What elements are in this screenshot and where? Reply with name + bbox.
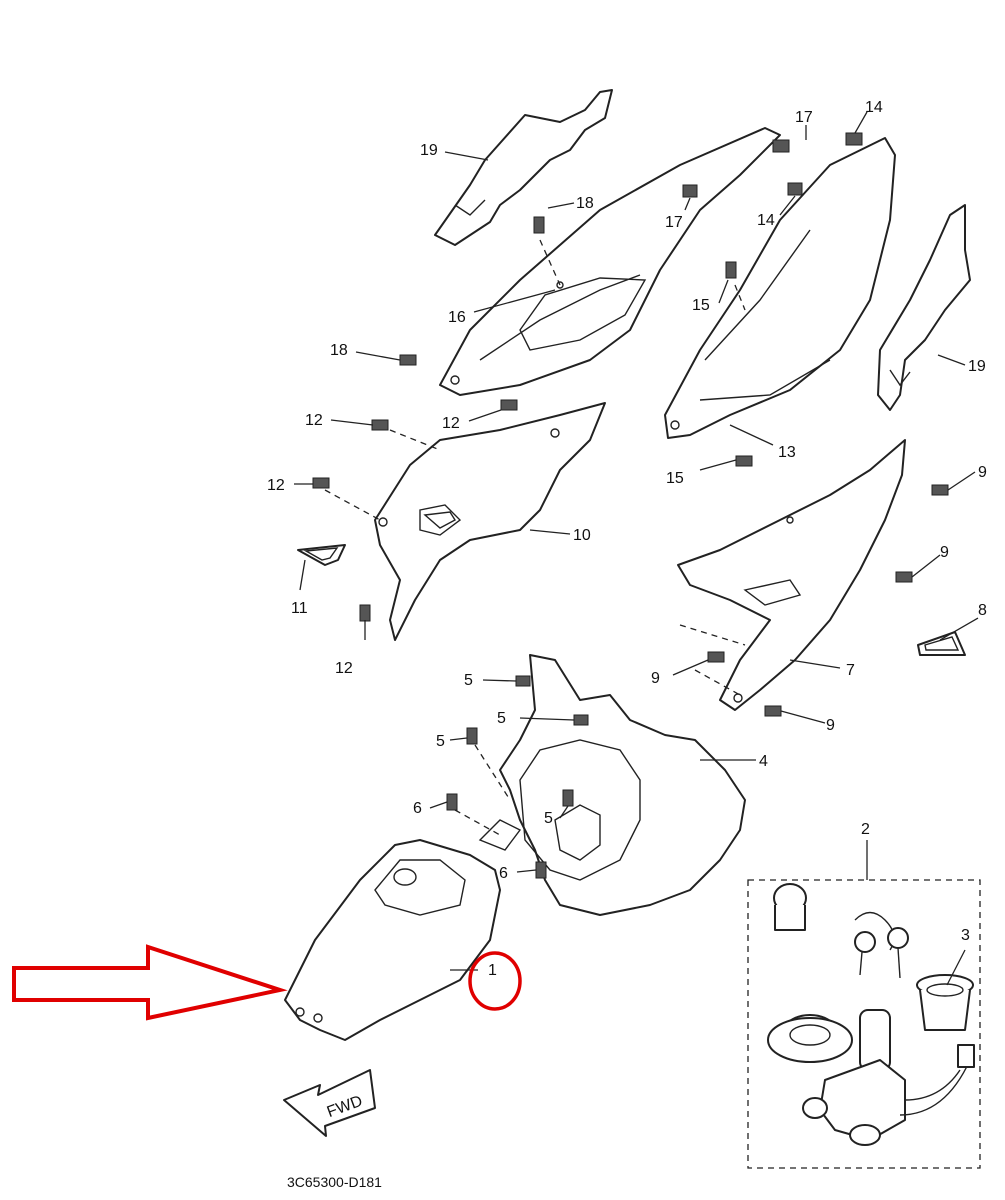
callout-5-center: 5 <box>544 810 553 827</box>
callout-7: 7 <box>846 662 855 679</box>
callout-18-left: 18 <box>330 342 348 359</box>
callout-12-mid-left: 12 <box>267 477 285 494</box>
callout-5-mid: 5 <box>497 710 506 727</box>
part-13-right-side-cover <box>664 137 896 439</box>
callout-10: 10 <box>573 527 591 544</box>
callout-12-upper-mid: 12 <box>442 415 460 432</box>
highlight-ring <box>468 951 522 1011</box>
callout-labels: 19 19 18 18 17 17 14 14 16 15 15 13 12 1… <box>267 99 987 979</box>
callout-17-top: 17 <box>795 109 813 126</box>
callout-9-bottom: 9 <box>826 717 835 734</box>
leader-lines <box>294 111 979 986</box>
callout-17-mid: 17 <box>665 214 683 231</box>
diagram-code: 3C65300-D181 <box>287 1174 382 1190</box>
part-1-rear-fender <box>284 839 501 1041</box>
callout-5-top: 5 <box>464 672 473 689</box>
part-3-cap <box>916 974 974 1031</box>
callout-9-lower-left: 9 <box>651 670 660 687</box>
callout-19-right: 19 <box>968 358 986 375</box>
assembly-dash-lines <box>324 239 746 836</box>
callout-11: 11 <box>291 600 308 617</box>
callout-3: 3 <box>961 927 970 944</box>
part-2-lock-set-box <box>747 840 981 1169</box>
callout-15-bottom: 15 <box>666 470 684 487</box>
callout-1: 1 <box>488 962 497 979</box>
callout-9-upper: 9 <box>940 544 949 561</box>
callout-19-left: 19 <box>420 142 438 159</box>
part-11-reflector <box>297 544 346 566</box>
callout-6-left: 6 <box>413 800 422 817</box>
part-7-right-inner-panel <box>677 439 906 711</box>
callout-2: 2 <box>861 821 870 838</box>
part-8-reflector <box>917 631 966 656</box>
callout-18-top: 18 <box>576 195 594 212</box>
callout-4: 4 <box>759 753 768 770</box>
callout-12-upper-left: 12 <box>305 412 323 429</box>
callout-8: 8 <box>978 602 987 619</box>
callout-15-top: 15 <box>692 297 710 314</box>
callout-14-top: 14 <box>865 99 883 116</box>
part-4-rear-center-cover <box>478 654 746 916</box>
callout-13: 13 <box>778 444 796 461</box>
part-19-left-decal <box>434 89 613 246</box>
fwd-arrow-icon: FWD <box>283 1069 376 1137</box>
callout-9-top: 9 <box>978 464 987 481</box>
callout-14-mid: 14 <box>757 212 775 229</box>
fasteners <box>312 132 949 879</box>
callout-16: 16 <box>448 309 466 326</box>
callout-12-bottom: 12 <box>335 660 353 677</box>
highlight-arrow-icon <box>12 944 288 1021</box>
callout-5-left: 5 <box>436 733 445 750</box>
part-19-right-decal <box>877 204 971 411</box>
part-10-left-inner-panel <box>374 402 606 641</box>
callout-6-bottom: 6 <box>499 865 508 882</box>
